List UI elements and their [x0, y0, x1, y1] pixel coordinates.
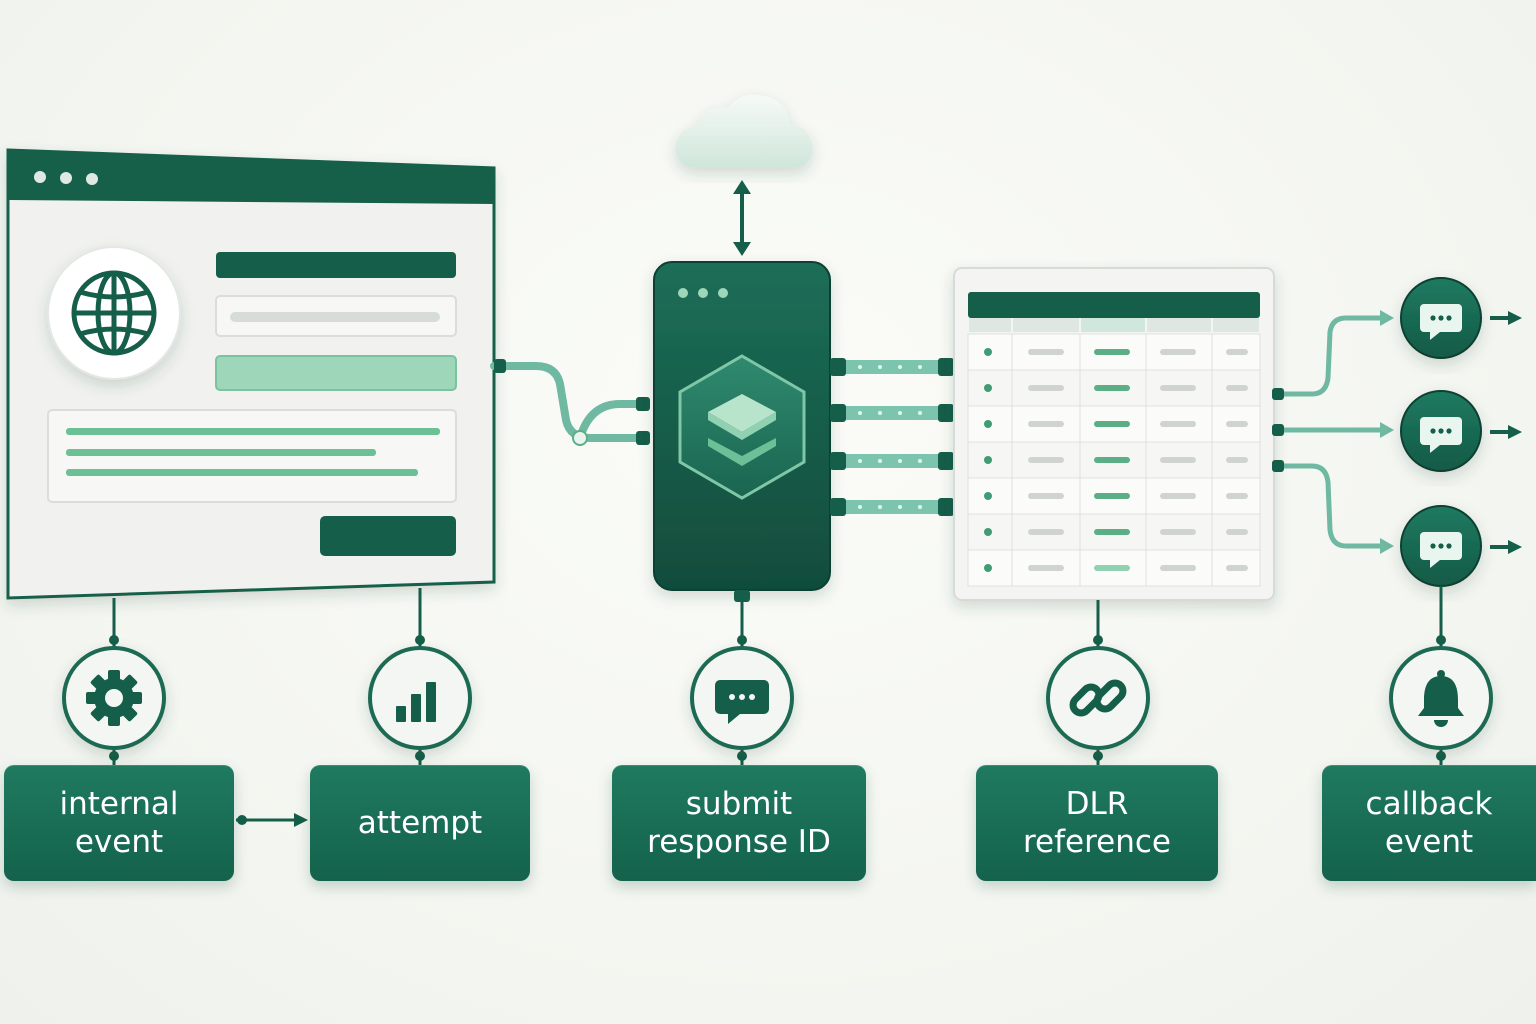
output-node	[1400, 390, 1482, 472]
cell-value-bar	[1160, 421, 1196, 427]
row-status-dot	[984, 492, 992, 500]
chat-bubble-icon	[1420, 417, 1462, 453]
cell-value-bar	[1226, 565, 1248, 571]
table-row	[967, 441, 1261, 479]
window-dot	[60, 172, 72, 184]
data-buses	[830, 358, 954, 516]
row-status-dot	[984, 528, 992, 536]
table-row	[967, 405, 1261, 443]
cell-value-bar	[1028, 529, 1064, 535]
table-row	[967, 477, 1261, 515]
chat-bubble-icon	[715, 680, 769, 724]
table-column-header	[1081, 318, 1145, 332]
flow-arrow	[236, 813, 308, 827]
table-grid	[967, 318, 1261, 587]
cell-value-bar	[1094, 529, 1130, 535]
browser-gateway-connector	[490, 359, 650, 446]
gear-icon	[86, 670, 142, 726]
row-status-dot	[984, 564, 992, 572]
input-placeholder-bar	[230, 312, 440, 322]
text-line	[66, 449, 376, 456]
cell-value-bar	[1028, 385, 1064, 391]
table-header	[968, 292, 1260, 318]
table-row	[967, 549, 1261, 587]
cell-value-bar	[1028, 493, 1064, 499]
table-column-header	[1147, 318, 1211, 332]
output-connectors	[1273, 315, 1387, 549]
cell-value-bar	[1226, 349, 1248, 355]
submit-button[interactable]	[320, 516, 456, 556]
gateway-device	[653, 261, 831, 591]
cell-value-bar	[1094, 385, 1130, 391]
cell-value-bar	[1160, 349, 1196, 355]
output-arrowheads	[1380, 310, 1394, 554]
table-ports	[1272, 388, 1284, 472]
label-internal-event: internal event	[4, 765, 234, 881]
cell-value-bar	[1028, 421, 1064, 427]
cell-value-bar	[1160, 457, 1196, 463]
badge-submit-response-id	[690, 646, 794, 750]
table-column-header	[969, 318, 1011, 332]
layers-icon	[708, 394, 776, 466]
cell-value-bar	[1226, 529, 1248, 535]
cell-value-bar	[1160, 493, 1196, 499]
cell-value-bar	[1094, 349, 1130, 355]
row-status-dot	[984, 384, 992, 392]
cell-value-bar	[1028, 565, 1064, 571]
cell-value-bar	[1094, 421, 1130, 427]
row-status-dot	[984, 456, 992, 464]
cell-value-bar	[1028, 349, 1064, 355]
badge-dlr-reference	[1046, 646, 1150, 750]
records-table	[953, 267, 1275, 601]
cell-value-bar	[1028, 457, 1064, 463]
table-row	[967, 333, 1261, 371]
table-row	[967, 513, 1261, 551]
cell-value-bar	[1094, 493, 1130, 499]
cell-value-bar	[1160, 529, 1196, 535]
cell-value-bar	[1160, 565, 1196, 571]
cell-value-bar	[1094, 565, 1130, 571]
label-submit-response-id: submit response ID	[612, 765, 866, 881]
window-dot	[86, 173, 98, 185]
cloud-link-arrow	[733, 180, 751, 256]
cloud-icon	[676, 94, 812, 168]
badge-callback-event	[1389, 646, 1493, 750]
globe-icon	[71, 270, 157, 356]
table-row	[967, 369, 1261, 407]
globe-badge	[47, 246, 181, 380]
bar-chart-icon	[396, 682, 436, 722]
text-line	[66, 469, 418, 476]
label-dlr-reference: DLR reference	[976, 765, 1218, 881]
cell-value-bar	[1226, 493, 1248, 499]
chat-bubble-icon	[1420, 532, 1462, 568]
gateway-port	[734, 590, 750, 602]
output-node	[1400, 277, 1482, 359]
label-callback-event: callback event	[1322, 765, 1536, 881]
table-column-header	[1013, 318, 1079, 332]
cell-value-bar	[1160, 385, 1196, 391]
table-column-header	[1213, 318, 1259, 332]
output-node	[1400, 505, 1482, 587]
row-status-dot	[984, 420, 992, 428]
form-highlight-field[interactable]	[215, 355, 457, 391]
row-status-dot	[984, 348, 992, 356]
output-exit-arrows	[1490, 311, 1522, 554]
text-line	[66, 428, 440, 435]
cell-value-bar	[1094, 457, 1130, 463]
cell-value-bar	[1226, 385, 1248, 391]
link-icon	[1069, 679, 1127, 717]
bell-icon	[1418, 670, 1464, 727]
badge-internal-event	[62, 646, 166, 750]
cell-value-bar	[1226, 457, 1248, 463]
output-message-nodes	[1400, 277, 1482, 587]
cell-value-bar	[1226, 421, 1248, 427]
label-attempt: attempt	[310, 765, 530, 881]
form-header-bar	[216, 252, 456, 278]
badge-connectors	[109, 586, 1446, 766]
chat-bubble-icon	[1420, 304, 1462, 340]
window-controls	[34, 171, 98, 185]
window-dot	[34, 171, 46, 183]
badge-attempt	[368, 646, 472, 750]
